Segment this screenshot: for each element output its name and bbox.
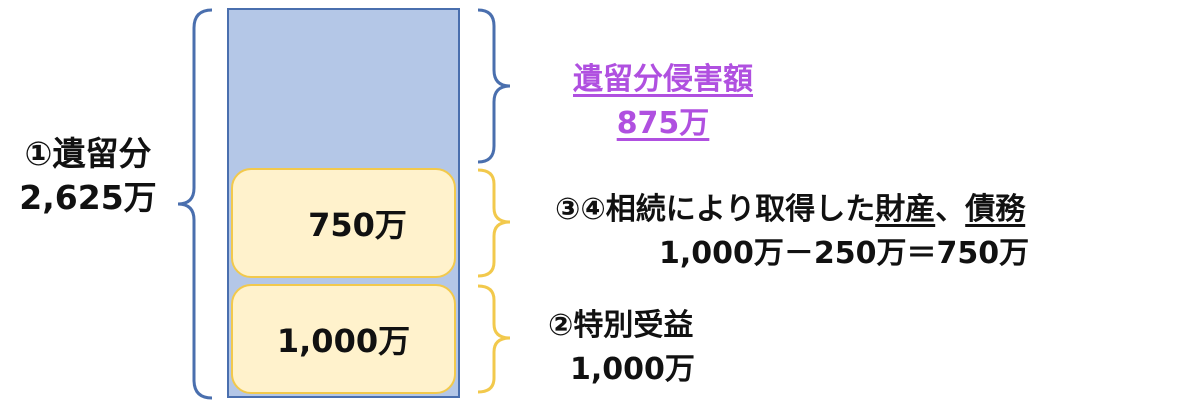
special-benefit-title: ②特別受益 xyxy=(548,308,694,343)
inherited-net-value: 750万 xyxy=(308,206,407,244)
special-benefit-value: 1,000万 xyxy=(276,322,411,360)
inheritance-asset: 財産 xyxy=(875,192,936,227)
infringement-brace xyxy=(477,8,511,164)
infringement-title: 遺留分侵害額 xyxy=(573,62,753,97)
inherited-brace xyxy=(477,168,511,278)
inheritance-debt: 債務 xyxy=(965,192,1026,227)
inheritance-formula: 1,000万－250万＝750万 xyxy=(659,236,1030,271)
inherited-net-block: 750万 xyxy=(231,168,456,278)
inheritance-sep: 、 xyxy=(935,192,966,227)
legal-reserve-label: ①遺留分 2,625万 xyxy=(8,132,168,220)
special-benefit-amount: 1,000万 xyxy=(570,352,695,387)
inheritance-label: ③④相続により取得した財産、債務 1,000万－250万＝750万 xyxy=(555,188,1029,276)
left-brace xyxy=(177,8,213,400)
infringement-label: 遺留分侵害額 875万 xyxy=(545,58,781,146)
legal-reserve-amount: 2,625万 xyxy=(19,178,157,217)
inheritance-prefix: ③④相続により取得した xyxy=(555,192,876,227)
special-benefit-block: 1,000万 xyxy=(231,284,456,394)
special-benefit-label: ②特別受益 1,000万 xyxy=(548,304,695,392)
legal-reserve-title: ①遺留分 xyxy=(24,134,152,173)
infringement-amount: 875万 xyxy=(616,106,710,141)
special-benefit-brace xyxy=(477,284,511,394)
